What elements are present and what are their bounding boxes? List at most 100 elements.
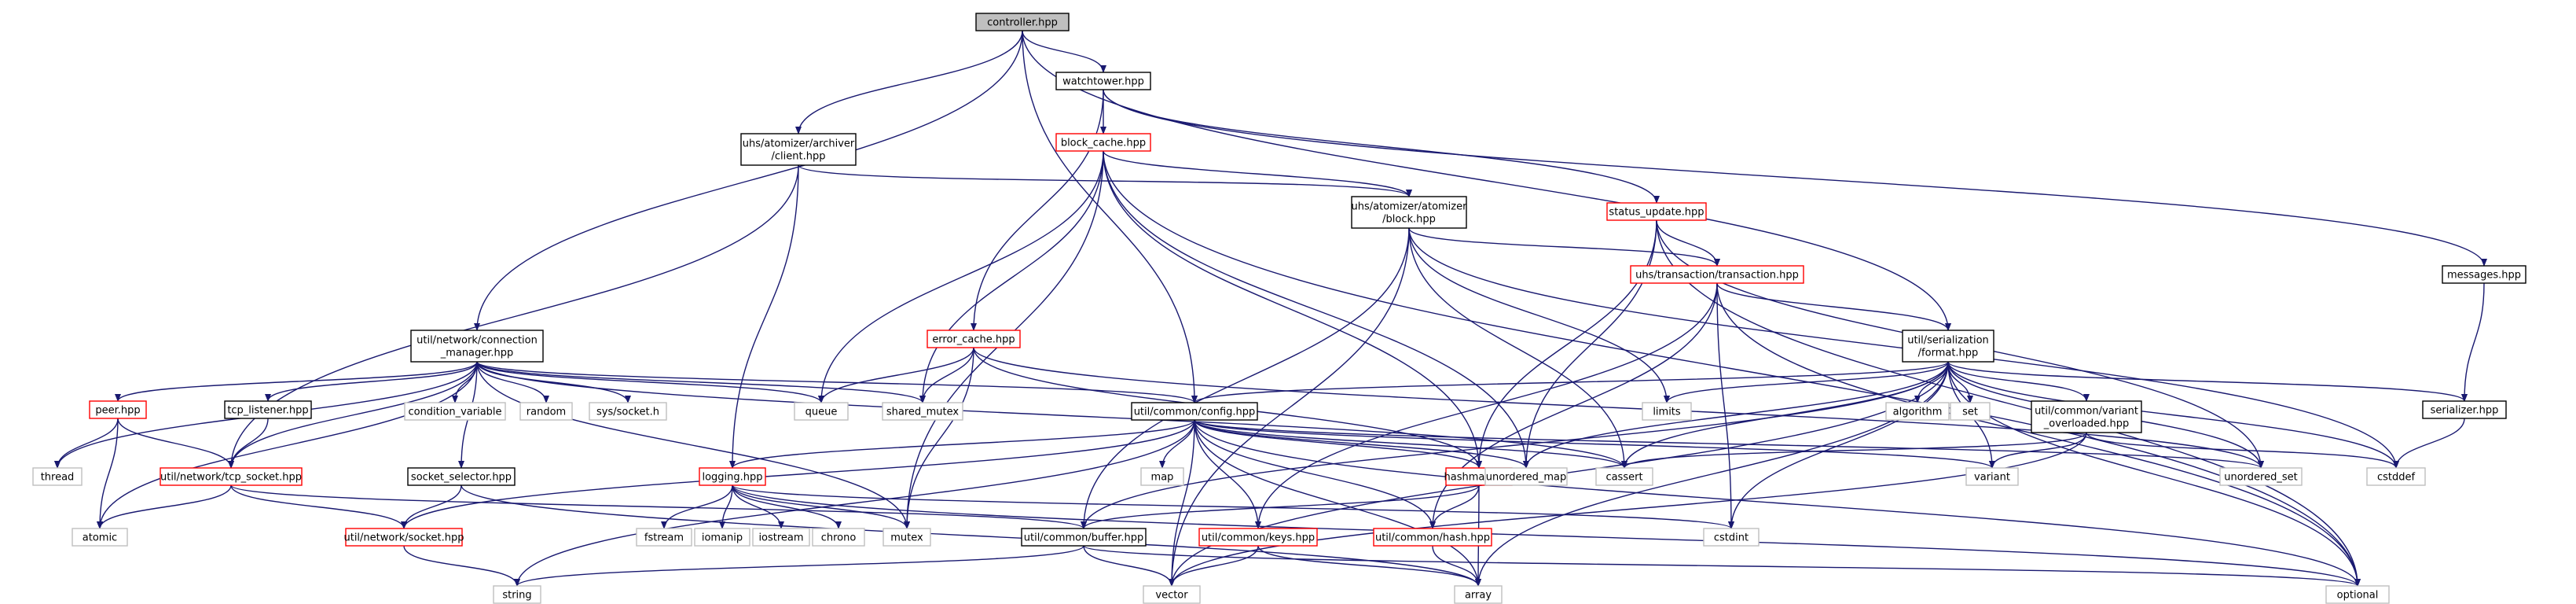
node-config[interactable]: util/common/config.hpp [1131,402,1258,421]
node-box [1055,133,1151,152]
node-random: random [519,402,573,421]
edge-config-to-hash [1194,419,1436,529]
edge-client-to-logging [729,164,799,469]
edge-keys-to-vector [1169,545,1259,587]
edge-socket_selector-to-array [461,484,1481,587]
node-box [1630,265,1804,284]
edge-block_cache-to-atomizer_block [1103,150,1412,197]
edge-messages-to-serializer [2461,282,2485,402]
edge-format-to-serializer [1947,361,2468,402]
node-serializer[interactable]: serializer.hpp [2422,400,2507,419]
node-map: map [1140,467,1184,486]
edge-serializer-to-cstddef [2393,418,2465,469]
node-box [1351,196,1467,229]
node-box [519,402,573,421]
node-client[interactable]: uhs/atomizer/archiver/client.hpp [740,133,857,166]
node-error-cache[interactable]: error_cache.hpp [927,330,1021,348]
node-label: vector [1155,590,1188,602]
node-atomic: atomic [72,528,128,547]
edge-config-to-logging [729,419,1195,469]
edge-controller-to-config [1022,30,1198,403]
node-label: util/common/keys.hpp [1202,532,1315,544]
node-cstddef: cstddef [2366,467,2426,486]
edge-format-to-buffer [1081,361,1949,529]
node-block-cache[interactable]: block_cache.hpp [1055,133,1151,152]
node-label: _manager.hpp [440,348,514,359]
edge-transaction-to-keys [1255,282,1718,529]
node-label: messages.hpp [2447,270,2521,282]
edge-config-to-unordered_set [1194,419,2264,469]
node-buffer[interactable]: util/common/buffer.hpp [1021,528,1147,547]
node-iostream: iostream [752,528,810,547]
node-watchtower[interactable]: watchtower.hpp [1055,72,1151,90]
node-tcp-listener[interactable]: tcp_listener.hpp [224,400,312,419]
node-atomizer-block[interactable]: uhs/atomizer/atomizer/block.hpp [1351,196,1468,229]
node-box [407,467,516,486]
edge-conn_manager-to-atomic [97,361,478,529]
node-label: atomic [83,532,117,544]
node-label: util/network/socket.hpp [343,532,464,544]
node-box [1373,528,1492,547]
node-vector: vector [1143,585,1201,604]
node-label: thread [41,472,75,484]
node-controller[interactable]: controller.hpp [975,13,1070,31]
edge-peer-to-thread [54,418,119,469]
node-box [1143,585,1201,604]
edge-conn_manager-to-config [476,361,1198,403]
edge-format-to-cstddef [1947,361,2399,469]
node-label: array [1465,590,1492,602]
node-queue: queue [794,402,849,421]
node-keys[interactable]: util/common/keys.hpp [1198,528,1318,547]
node-format[interactable]: util/serialization/format.hpp [1902,330,1994,363]
node-label: /format.hpp [1918,348,1979,359]
node-box [882,402,963,421]
node-socket[interactable]: util/network/socket.hpp [343,528,464,547]
node-box [699,467,766,486]
node-label: util/serialization [1907,335,1989,347]
node-label: /client.hpp [772,151,826,163]
edge-logging-to-mutex [732,484,910,529]
node-box [224,400,312,419]
node-box [740,133,857,166]
edge-status_update-to-hashmap [1476,219,1657,469]
edge-transaction-to-format [1716,282,1951,331]
node-label: fstream [644,532,684,544]
node-box [493,585,541,604]
edge-controller-to-client [795,30,1023,134]
node-messages[interactable]: messages.hpp [2442,265,2526,284]
node-hash[interactable]: util/common/hash.hpp [1373,528,1492,547]
edge-logging-to-chrono [732,484,842,529]
node-box [1198,528,1318,547]
edge-block_cache-to-unordered_map [1103,150,1529,469]
edge-variant_overloaded-to-vector [1169,432,2087,587]
node-variant-overloaded[interactable]: util/common/variant_overloaded.hpp [2031,400,2142,433]
node-socket-selector[interactable]: socket_selector.hpp [407,467,516,486]
node-peer[interactable]: peer.hpp [89,400,147,419]
node-box [1595,467,1653,486]
edge-client-to-tcp_socket [228,164,799,469]
node-logging[interactable]: logging.hpp [699,467,766,486]
node-transaction[interactable]: uhs/transaction/transaction.hpp [1630,265,1804,284]
node-box [812,528,865,547]
node-chrono: chrono [812,528,865,547]
node-label: /block.hpp [1382,214,1436,226]
node-label: _overloaded.hpp [2043,418,2129,430]
node-box [1950,402,1991,421]
node-label: controller.hpp [987,17,1058,29]
node-label: map [1151,472,1174,484]
node-label: util/network/connection [416,335,538,347]
node-box [1055,72,1151,90]
edge-controller-to-format [1022,30,1951,331]
edge-tcp_socket-to-socket [230,484,407,529]
node-label: random [527,407,566,418]
node-conn-manager[interactable]: util/network/connection_manager.hpp [410,330,544,363]
node-status-update[interactable]: status_update.hpp [1606,202,1707,221]
node-tcp-socket[interactable]: util/network/tcp_socket.hpp [160,467,303,486]
node-box [794,402,849,421]
node-label: util/common/hash.hpp [1375,532,1490,544]
node-label: string [502,590,531,602]
node-label: variant [1974,472,2010,484]
node-box [975,13,1070,31]
edge-config-to-keys [1194,419,1261,529]
